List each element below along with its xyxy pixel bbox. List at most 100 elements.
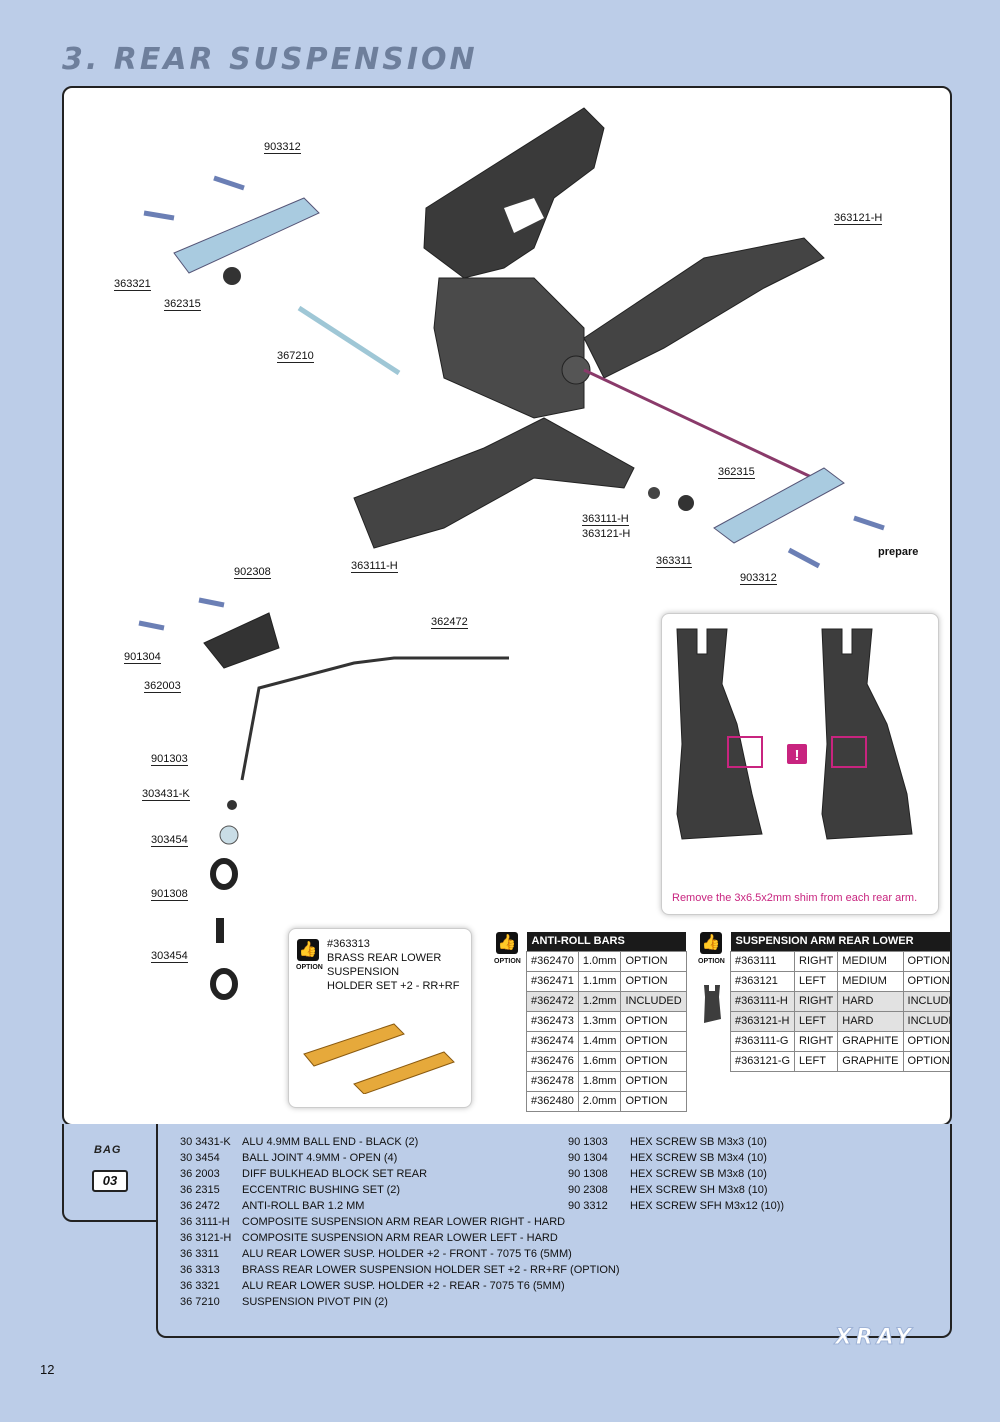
bag-label: BAG bbox=[94, 1144, 122, 1156]
brass-option-line2: HOLDER SET +2 - RR+RF bbox=[327, 980, 460, 992]
table-cell: LEFT bbox=[794, 1050, 839, 1072]
part-description: ALU REAR LOWER SUSP. HOLDER +2 - REAR - … bbox=[242, 1280, 565, 1292]
brass-holder-drawing bbox=[303, 1023, 455, 1094]
arm-thumbnail-drawing bbox=[704, 985, 721, 1023]
part-number: 36 7210 bbox=[180, 1296, 220, 1308]
callout-362472: 362472 bbox=[431, 616, 468, 629]
callout-303431-k: 303431-K bbox=[142, 788, 190, 801]
thumbs-up-icon: 👍 bbox=[297, 939, 319, 961]
table-cell: #363111-G bbox=[729, 1030, 796, 1052]
callout-901308: 901308 bbox=[151, 888, 188, 901]
table-cell: INCLUDED bbox=[620, 990, 687, 1012]
suspension-arm-header: SUSPENSION ARM REAR LOWER bbox=[730, 932, 950, 951]
brand-text: XRAY bbox=[833, 1325, 915, 1348]
table-cell: #362478 bbox=[526, 1070, 579, 1092]
callout-362003: 362003 bbox=[144, 680, 181, 693]
callout-303454-lower: 303454 bbox=[151, 950, 188, 963]
table-cell: OPTION bbox=[902, 970, 950, 992]
table-cell: HARD bbox=[837, 1010, 904, 1032]
part-number: 90 1304 bbox=[568, 1152, 608, 1164]
table-cell: #363121-G bbox=[729, 1050, 796, 1072]
table-cell: INCLUDED bbox=[902, 990, 950, 1012]
part-description: BRASS REAR LOWER SUSPENSION HOLDER SET +… bbox=[242, 1264, 620, 1276]
prepare-note: prepare bbox=[878, 546, 919, 558]
part-number: 90 1303 bbox=[568, 1136, 608, 1148]
table-cell: LEFT bbox=[794, 1010, 839, 1032]
part-description: ECCENTRIC BUSHING SET (2) bbox=[242, 1184, 401, 1196]
table-cell: OPTION bbox=[620, 1090, 687, 1112]
part-description: COMPOSITE SUSPENSION ARM REAR LOWER LEFT… bbox=[242, 1232, 558, 1244]
callout-363311: 363311 bbox=[656, 555, 692, 568]
brass-option-part: #363313 bbox=[327, 938, 370, 950]
table-cell: INCLUDED bbox=[902, 1010, 950, 1032]
callout-367210: 367210 bbox=[277, 350, 314, 363]
part-number: 90 2308 bbox=[568, 1184, 608, 1196]
table-cell: #362470 bbox=[526, 950, 579, 972]
table-cell: GRAPHITE bbox=[837, 1030, 904, 1052]
xray-logo: XRAY bbox=[832, 1325, 915, 1349]
brass-holder-option-box: 👍 OPTION #363313 BRASS REAR LOWER SUSPEN… bbox=[288, 928, 472, 1108]
table-cell: #362476 bbox=[526, 1050, 579, 1072]
part-description: HEX SCREW SB M3x4 (10) bbox=[630, 1152, 767, 1164]
table-cell: OPTION bbox=[620, 950, 687, 972]
inset-caption: Remove the 3x6.5x2mm shim from each rear… bbox=[672, 892, 918, 904]
table-cell: OPTION bbox=[902, 1030, 950, 1052]
table-cell: #363111-H bbox=[729, 990, 796, 1012]
option-tag: OPTION bbox=[494, 958, 521, 965]
table-cell: 1.2mm bbox=[577, 990, 622, 1012]
callout-901303: 901303 bbox=[151, 753, 188, 766]
option-tag: OPTION bbox=[296, 964, 323, 971]
table-cell: #363121 bbox=[729, 970, 796, 992]
table-cell: RIGHT bbox=[794, 990, 839, 1012]
part-number: 90 1308 bbox=[568, 1168, 608, 1180]
part-description: ALU 4.9MM BALL END - BLACK (2) bbox=[242, 1136, 419, 1148]
table-cell: LEFT bbox=[794, 970, 839, 992]
callout-903312: 903312 bbox=[264, 141, 301, 154]
table-cell: #362473 bbox=[526, 1010, 579, 1032]
callout-363121-h: 363121-H bbox=[834, 212, 883, 225]
table-cell: OPTION bbox=[620, 1010, 687, 1032]
table-cell: OPTION bbox=[620, 970, 687, 992]
part-description: COMPOSITE SUSPENSION ARM REAR LOWER RIGH… bbox=[242, 1216, 566, 1228]
table-row: #363121-HLEFTHARDINCLUDED bbox=[729, 1010, 950, 1032]
part-description: HEX SCREW SFH M3x12 (10)) bbox=[630, 1200, 785, 1212]
table-cell: 1.4mm bbox=[577, 1030, 622, 1052]
part-description: HEX SCREW SB M3x8 (10) bbox=[630, 1168, 767, 1180]
part-description: SUSPENSION PIVOT PIN (2) bbox=[242, 1296, 388, 1308]
part-number: 36 3313 bbox=[180, 1264, 220, 1276]
table-cell: RIGHT bbox=[794, 1030, 839, 1052]
table-cell: 1.3mm bbox=[577, 1010, 622, 1032]
callout-901304: 901304 bbox=[124, 651, 161, 664]
callout-363111-h: 363111-H bbox=[351, 560, 398, 573]
page-number: 12 bbox=[40, 1362, 55, 1377]
brass-option-title: #363313 BRASS REAR LOWER SUSPENSION HOLD… bbox=[327, 937, 471, 993]
part-number: 30 3454 bbox=[180, 1152, 220, 1164]
table-cell: #362472 bbox=[526, 990, 579, 1012]
table-cell: OPTION bbox=[902, 950, 950, 972]
part-number: 36 3121-H bbox=[180, 1232, 232, 1244]
option-tag: OPTION bbox=[698, 958, 725, 965]
arm-comparison-drawing: ! bbox=[676, 628, 913, 840]
callout-363111-h-upper: 363111-H bbox=[582, 513, 629, 526]
part-number: 36 2315 bbox=[180, 1184, 220, 1196]
table-cell: OPTION bbox=[620, 1030, 687, 1052]
table-cell: #363111 bbox=[729, 950, 796, 972]
part-description: HEX SCREW SB M3x3 (10) bbox=[630, 1136, 767, 1148]
callout-903312-lower: 903312 bbox=[740, 572, 777, 585]
table-cell: HARD bbox=[837, 990, 904, 1012]
table-cell: #362480 bbox=[526, 1090, 579, 1112]
table-cell: OPTION bbox=[620, 1050, 687, 1072]
brass-option-line1: BRASS REAR LOWER SUSPENSION bbox=[327, 952, 442, 978]
